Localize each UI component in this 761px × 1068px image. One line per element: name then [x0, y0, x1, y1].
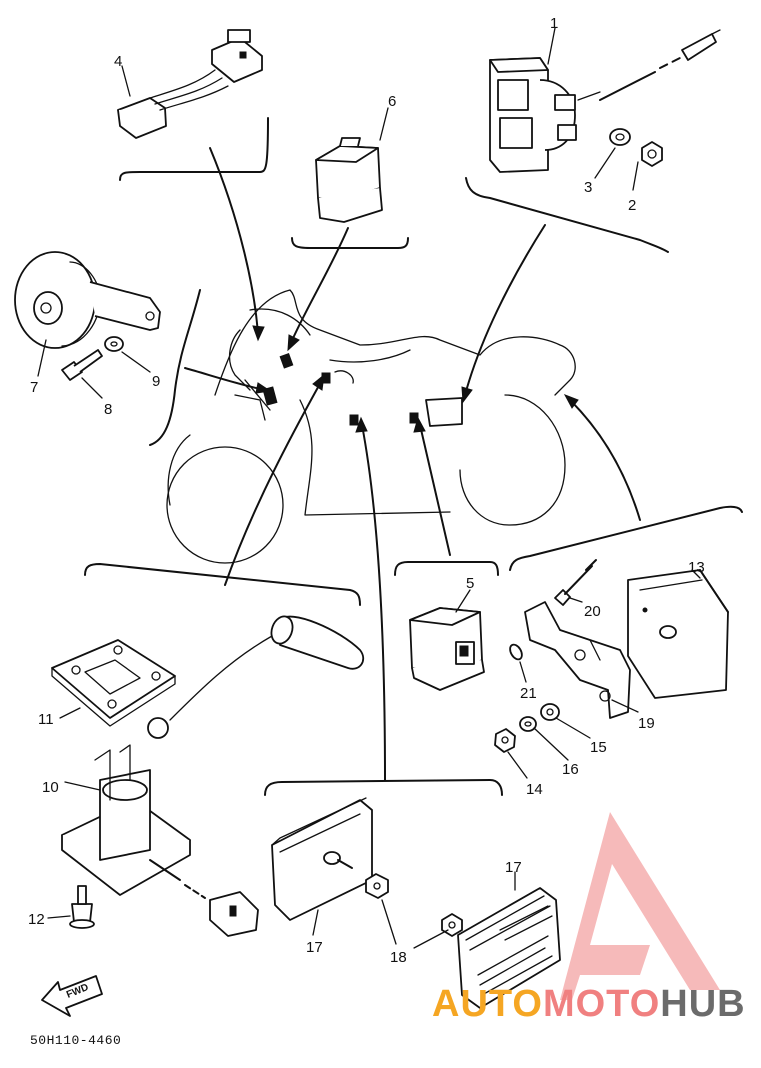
- bolt-part-8: [61, 349, 103, 381]
- label-part-13: 13: [688, 559, 705, 576]
- relay-part-5: [409, 607, 485, 691]
- label-part-5: 5: [466, 575, 474, 592]
- label-part-1: 1: [550, 15, 558, 32]
- label-part-19: 19: [638, 715, 655, 732]
- horn-part-7: [14, 251, 161, 349]
- label-part-10: 10: [42, 779, 59, 796]
- nut-part-18-small: [441, 913, 463, 937]
- label-part-20: 20: [584, 603, 601, 620]
- label-part-16: 16: [562, 761, 579, 778]
- reflector-part-17-left: [271, 797, 373, 921]
- label-part-9: 9: [152, 373, 160, 390]
- part-numbers: 1 2 3 4 5 6 7 8 9 10 11 12 13 14 15 16 1…: [28, 15, 705, 966]
- reflector-part-13: [627, 569, 729, 699]
- gasket-part-11: [51, 639, 176, 727]
- label-part-18: 18: [390, 949, 407, 966]
- label-part-3: 3: [584, 179, 592, 196]
- fuel-sender-part-10: [61, 615, 365, 937]
- label-part-11: 11: [38, 711, 54, 728]
- label-part-2: 2: [628, 197, 636, 214]
- leader-lines: [184, 147, 641, 781]
- label-part-4: 4: [114, 53, 122, 70]
- washer-part-9: [104, 336, 124, 352]
- label-part-14: 14: [526, 781, 543, 798]
- relay-part-6: [315, 137, 383, 223]
- label-part-7: 7: [30, 379, 38, 396]
- motorcycle-outline: [166, 289, 576, 564]
- label-part-15: 15: [590, 739, 607, 756]
- clip-part-21: [509, 643, 523, 661]
- mount-points: [262, 353, 463, 427]
- fwd-arrow: FWD: [41, 975, 103, 1017]
- watermark-moto: MOTO: [543, 983, 660, 1025]
- callout-ticks: [37, 27, 701, 949]
- watermark-logo: [560, 812, 720, 1000]
- label-part-6: 6: [388, 93, 396, 110]
- group-brackets: [84, 117, 743, 796]
- washer-part-15: [540, 703, 560, 721]
- watermark-auto: AUTO: [432, 983, 543, 1025]
- bracket-part-19: [524, 601, 631, 719]
- watermark-text: AUTOMOTOHUB: [432, 983, 746, 1025]
- watermark-hub: HUB: [660, 983, 745, 1025]
- reflector-part-17-right: [457, 887, 561, 1009]
- label-part-8: 8: [104, 401, 112, 418]
- diagram-code: 50H110-4460: [30, 1033, 121, 1048]
- nut-part-18: [365, 873, 389, 899]
- reflector-hatch: [477, 905, 553, 996]
- label-part-12: 12: [28, 911, 45, 928]
- nut-part-2: [641, 141, 663, 167]
- label-part-21: 21: [520, 685, 537, 702]
- washer-part-16: [519, 716, 537, 732]
- label-part-17-left: 17: [306, 939, 323, 956]
- bolt-part-12: [69, 885, 95, 929]
- washer-part-3: [609, 128, 631, 146]
- label-part-17-right: 17: [505, 859, 522, 876]
- rivet-part-20: [554, 559, 597, 606]
- nut-part-14: [494, 728, 516, 753]
- connector-harness-part-4: [117, 29, 263, 139]
- starter-relay-part: [489, 29, 721, 173]
